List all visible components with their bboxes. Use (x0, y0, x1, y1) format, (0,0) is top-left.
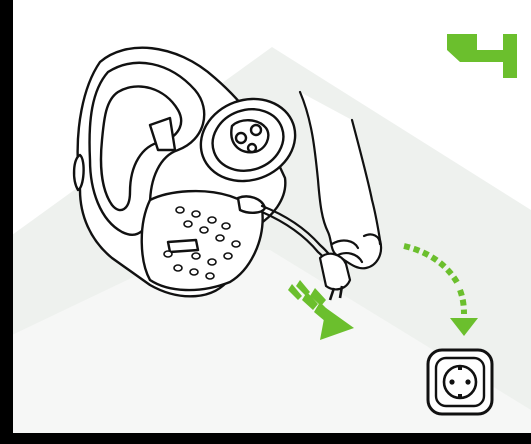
wall-socket-icon (428, 350, 492, 414)
step-number: 4 (446, 26, 516, 86)
